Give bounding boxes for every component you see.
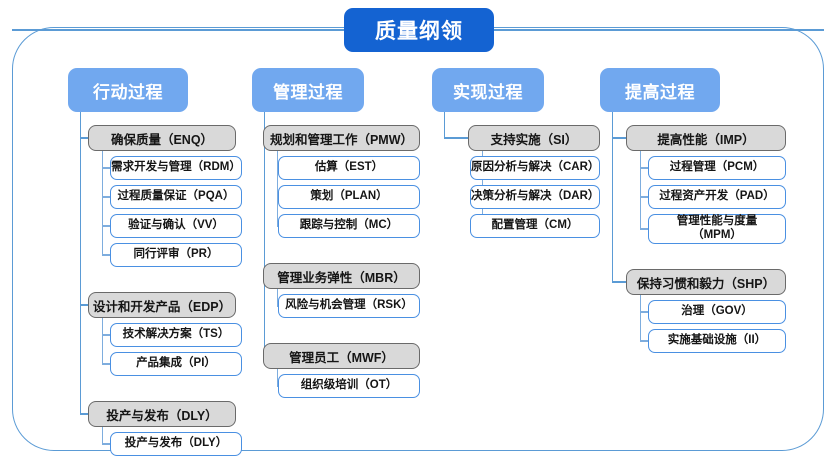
- child-spine-1-3: [102, 414, 104, 444]
- column-header-2[interactable]: 管理过程: [252, 68, 364, 112]
- child-spine-1-2: [102, 305, 104, 364]
- parent-box-2-3[interactable]: 管理员工（MWF）: [263, 343, 420, 369]
- child-connector-1-1-3: [102, 225, 110, 227]
- child-connector-1-2-2: [102, 363, 110, 365]
- child-box-4-1-3[interactable]: 管理性能与度量（MPM）: [648, 214, 786, 244]
- parent-connector-1-2: [80, 304, 88, 306]
- child-box-3-1-2[interactable]: 决策分析与解决（DAR）: [470, 185, 600, 209]
- child-box-4-2-2[interactable]: 实施基础设施（II）: [648, 329, 786, 353]
- child-box-1-2-2[interactable]: 产品集成（PI）: [110, 352, 242, 376]
- child-box-1-2-1[interactable]: 技术解决方案（TS）: [110, 323, 242, 347]
- parent-box-4-2[interactable]: 保持习惯和毅力（SHP）: [626, 269, 786, 295]
- parent-box-1-3[interactable]: 投产与发布（DLY）: [88, 401, 236, 427]
- child-connector-4-2-2: [640, 340, 648, 342]
- child-box-1-1-4[interactable]: 同行评审（PR）: [110, 243, 242, 267]
- child-connector-1-1-4: [102, 254, 110, 256]
- column-header-1[interactable]: 行动过程: [68, 68, 188, 112]
- child-box-4-1-1[interactable]: 过程管理（PCM）: [648, 156, 786, 180]
- child-spine-2-1: [277, 138, 279, 226]
- child-connector-1-3-1: [102, 443, 110, 445]
- child-connector-4-2-1: [640, 311, 648, 313]
- child-connector-1-1-1: [102, 167, 110, 169]
- child-connector-4-1-2: [640, 196, 648, 198]
- parent-box-1-2[interactable]: 设计和开发产品（EDP）: [88, 292, 236, 318]
- column-header-3[interactable]: 实现过程: [432, 68, 544, 112]
- child-box-1-3-1[interactable]: 投产与发布（DLY）: [110, 432, 242, 456]
- child-box-4-1-2[interactable]: 过程资产开发（PAD）: [648, 185, 786, 209]
- child-spine-3-1: [482, 138, 484, 226]
- parent-box-2-2[interactable]: 管理业务弹性（MBR）: [263, 263, 420, 289]
- parent-box-1-1[interactable]: 确保质量（ENQ）: [88, 125, 236, 151]
- child-box-3-1-3[interactable]: 配置管理（CM）: [470, 214, 600, 238]
- title-connector-right: [493, 29, 824, 31]
- column-spine-3: [444, 112, 446, 138]
- child-box-1-1-2[interactable]: 过程质量保证（PQA）: [110, 185, 242, 209]
- child-box-1-1-1[interactable]: 需求开发与管理（RDM）: [110, 156, 242, 180]
- parent-box-4-1[interactable]: 提高性能（IMP）: [626, 125, 786, 151]
- child-box-4-2-1[interactable]: 治理（GOV）: [648, 300, 786, 324]
- parent-box-2-1[interactable]: 规划和管理工作（PMW）: [263, 125, 420, 151]
- parent-connector-3-1: [444, 137, 468, 139]
- child-box-2-2-1[interactable]: 风险与机会管理（RSK）: [278, 294, 420, 318]
- child-box-3-1-1[interactable]: 原因分析与解决（CAR）: [470, 156, 600, 180]
- child-spine-1-1: [102, 138, 104, 255]
- column-spine-2: [264, 112, 266, 356]
- child-connector-1-1-2: [102, 196, 110, 198]
- child-spine-2-2: [277, 276, 279, 306]
- child-spine-4-1: [640, 138, 642, 229]
- parent-box-3-1[interactable]: 支持实施（SI）: [468, 125, 600, 151]
- parent-connector-4-1: [612, 137, 626, 139]
- column-spine-1: [80, 112, 82, 414]
- child-box-1-1-3[interactable]: 验证与确认（VV）: [110, 214, 242, 238]
- child-box-2-1-3[interactable]: 跟踪与控制（MC）: [278, 214, 420, 238]
- child-connector-4-1-3: [640, 228, 648, 230]
- child-box-2-1-2[interactable]: 策划（PLAN）: [278, 185, 420, 209]
- child-box-2-3-1[interactable]: 组织级培训（OT）: [278, 374, 420, 398]
- child-connector-4-1-1: [640, 167, 648, 169]
- child-spine-2-3: [277, 356, 279, 386]
- parent-connector-1-3: [80, 413, 88, 415]
- child-connector-1-2-1: [102, 334, 110, 336]
- title-connector-left: [12, 29, 345, 31]
- column-spine-4: [612, 112, 614, 282]
- child-spine-4-2: [640, 282, 642, 341]
- child-box-2-1-1[interactable]: 估算（EST）: [278, 156, 420, 180]
- column-header-4[interactable]: 提高过程: [600, 68, 720, 112]
- diagram-title: 质量纲领: [344, 8, 494, 52]
- parent-connector-1-1: [80, 137, 88, 139]
- parent-connector-4-2: [612, 281, 626, 283]
